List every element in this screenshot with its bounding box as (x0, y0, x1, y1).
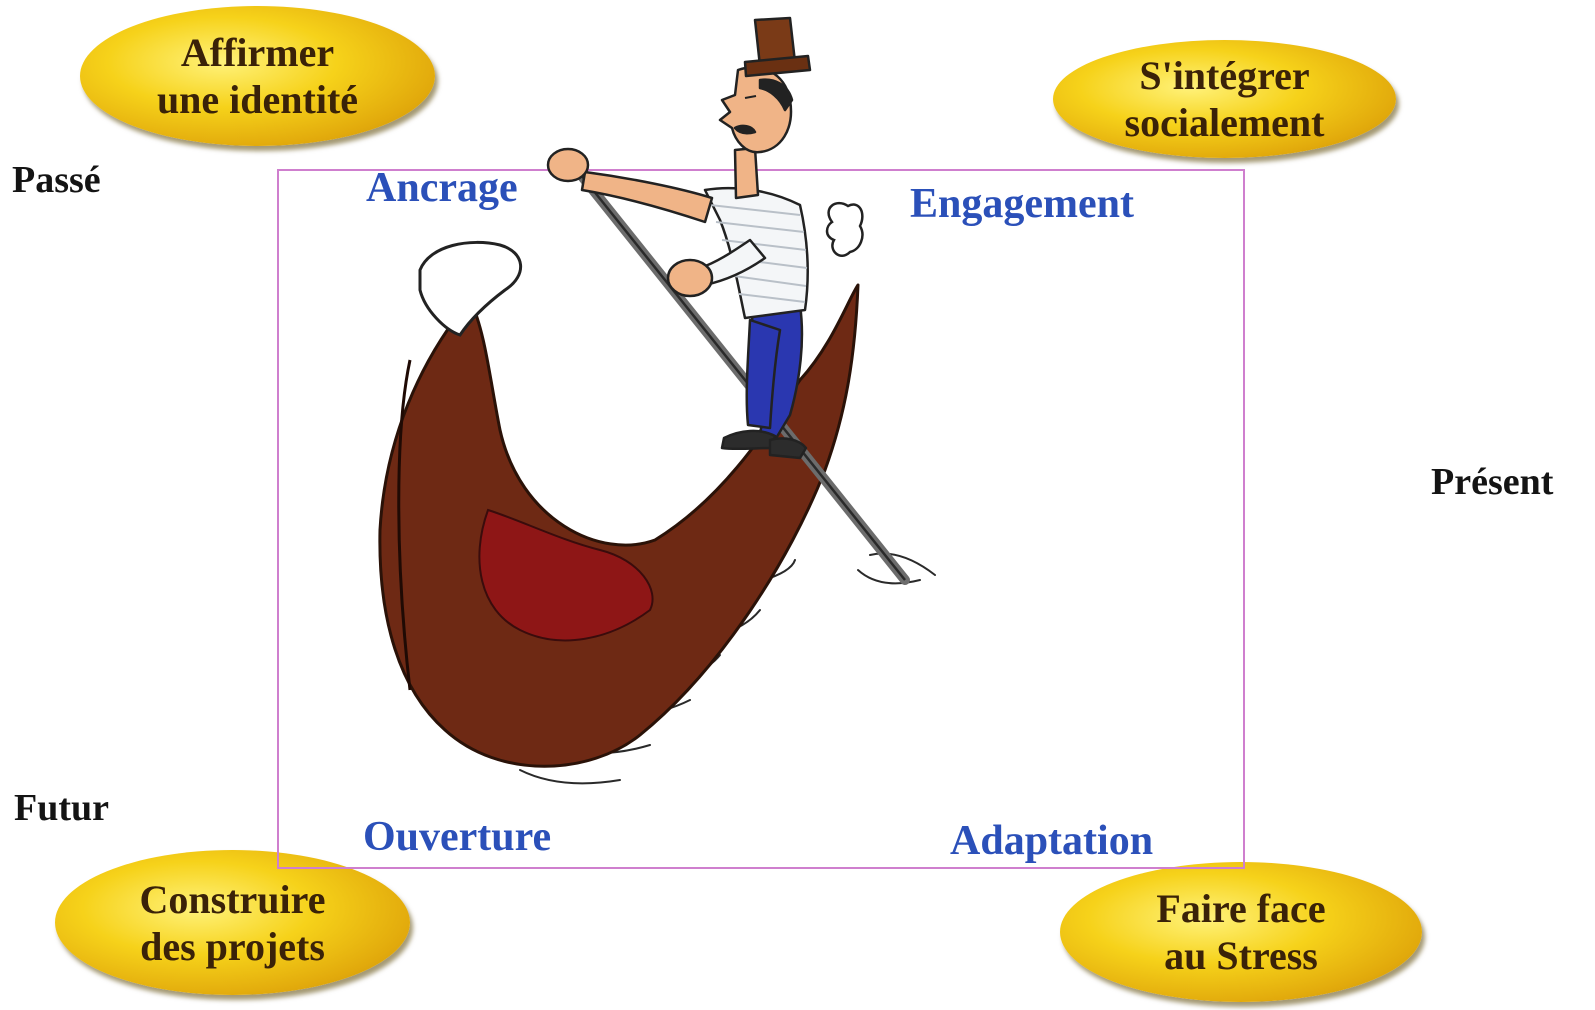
gondola-icon (378, 201, 864, 768)
label-future: Futur (14, 787, 109, 829)
oval-cope-stress-line2: au Stress (1164, 933, 1318, 978)
oval-affirm-identity-line1: Affirmer (180, 30, 335, 75)
oval-social-integration: S'intégrer socialement (1053, 40, 1396, 158)
label-past: Passé (12, 159, 101, 201)
label-adaptation: Adaptation (950, 818, 1154, 864)
oar-icon (560, 150, 910, 585)
oval-cope-stress-line1: Faire face (1156, 886, 1326, 931)
label-engagement: Engagement (910, 181, 1134, 227)
label-ancrage: Ancrage (366, 165, 518, 211)
oval-social-integration-line2: socialement (1124, 100, 1325, 145)
oval-social-integration-line1: S'intégrer (1139, 53, 1310, 98)
gondolier-icon (546, 16, 812, 460)
oval-build-projects-line2: des projets (140, 923, 325, 969)
oval-affirm-identity: Affirmer une identité (80, 6, 435, 146)
oval-cope-stress: Faire face au Stress (1060, 862, 1422, 1002)
oval-build-projects-line1: Construire (139, 876, 326, 922)
label-ouverture: Ouverture (363, 814, 552, 860)
quadrant-frame (277, 169, 1245, 869)
oval-affirm-identity-line2: une identité (156, 77, 359, 122)
oval-build-projects: Construire des projets (55, 850, 410, 995)
label-present: Présent (1431, 461, 1554, 503)
